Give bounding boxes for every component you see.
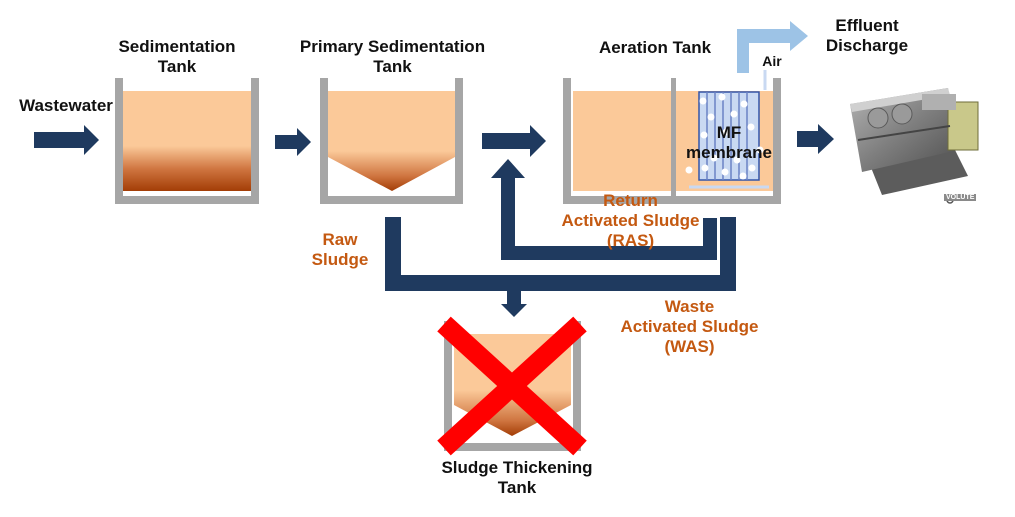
ras-return-line (491, 159, 717, 260)
flow-arrow-icon (275, 128, 311, 156)
volute-logo: VOLUTE (944, 194, 977, 201)
waste-activated-sludge-label: Waste Activated Sludge (WAS) (620, 297, 759, 356)
mf-membrane-label: MF membrane (686, 123, 772, 162)
red-cross-icon (437, 316, 587, 456)
sedimentation-tank-label: Sedimentation Tank (118, 37, 236, 76)
aeration-tank-label: Aeration Tank (598, 38, 712, 57)
effluent-discharge-label: Effluent Discharge (825, 16, 909, 55)
flow-arrow-icon (34, 125, 99, 155)
wastewater-label: Wastewater (19, 96, 113, 115)
primary-sedimentation-tank-label: Primary Sedimentation Tank (299, 37, 486, 76)
volute-dewatering-press-icon (850, 88, 979, 204)
flow-arrow-icon (482, 125, 546, 157)
sedimentation-tank (115, 78, 259, 204)
primary-sedimentation-tank (320, 78, 463, 204)
mf-membrane-module (685, 91, 769, 189)
air-effluent-arrow-icon (737, 21, 808, 73)
air-label: Air (762, 53, 782, 69)
sludge-thickening-tank-label: Sludge Thickening Tank (441, 458, 593, 497)
return-activated-sludge-label: Return Activated Sludge (RAS) (561, 191, 700, 250)
raw-sludge-label: Raw Sludge (311, 230, 369, 269)
flow-arrow-icon (797, 124, 834, 154)
